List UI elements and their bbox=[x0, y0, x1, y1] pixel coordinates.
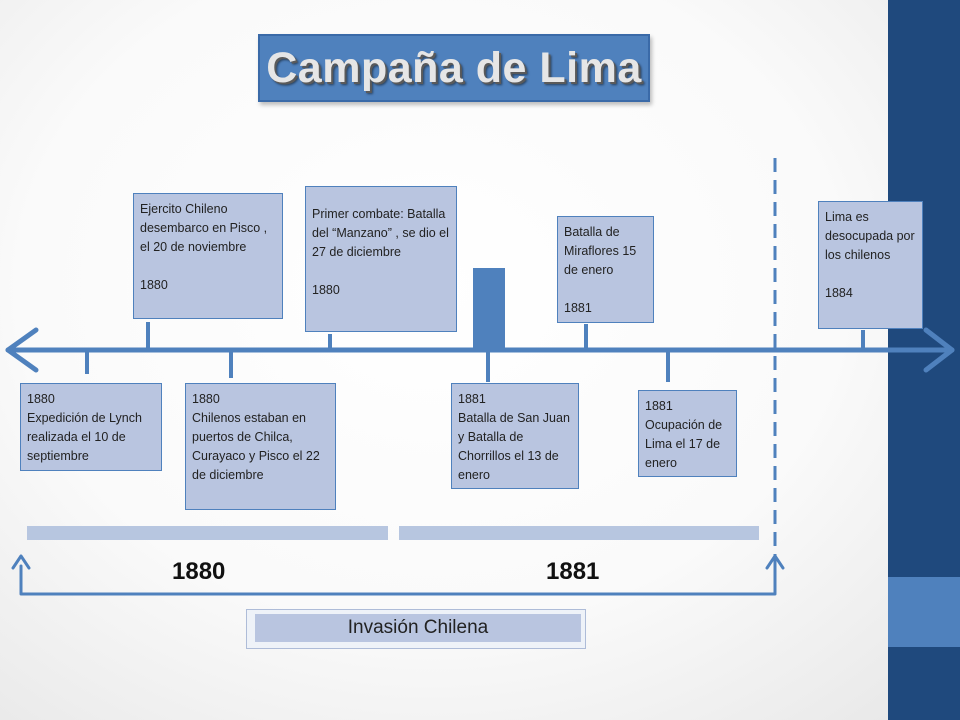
timeline-arrow bbox=[5, 327, 955, 373]
year-label-1880: 1880 bbox=[172, 558, 226, 585]
side-bar-accent bbox=[888, 577, 960, 647]
invasion-label: Invasión Chilena bbox=[255, 614, 581, 642]
range-bracket bbox=[11, 554, 785, 596]
period-bar-1880 bbox=[27, 526, 388, 540]
event-box-lima-occupation: 1881 Ocupación de Lima el 17 de enero bbox=[638, 390, 737, 477]
event-box-pisco-landing: Ejercito Chileno desembarco en Pisco , e… bbox=[133, 193, 283, 319]
period-bar-1881 bbox=[399, 526, 759, 540]
event-box-chilca-ports: 1880 Chilenos estaban en puertos de Chil… bbox=[185, 383, 336, 510]
invasion-label-box: Invasión Chilena bbox=[246, 609, 586, 649]
event-box-san-juan-battle: 1881 Batalla de San Juan y Batalla de Ch… bbox=[451, 383, 579, 489]
title-box: Campaña de Lima bbox=[258, 34, 650, 102]
event-box-miraflores-battle: Batalla de Miraflores 15 de enero 1881 bbox=[557, 216, 654, 323]
slide-title: Campaña de Lima bbox=[266, 43, 642, 92]
timeline-ticks bbox=[85, 322, 865, 382]
event-box-lima-vacated: Lima es desocupada por los chilenos 1884 bbox=[818, 201, 923, 329]
event-box-lynch-expedition: 1880 Expedición de Lynch realizada el 10… bbox=[20, 383, 162, 471]
event-box-manzano-battle: Primer combate: Batalla del “Manzano” , … bbox=[305, 186, 457, 332]
battle-marker bbox=[473, 268, 505, 348]
year-label-1881: 1881 bbox=[546, 558, 600, 585]
